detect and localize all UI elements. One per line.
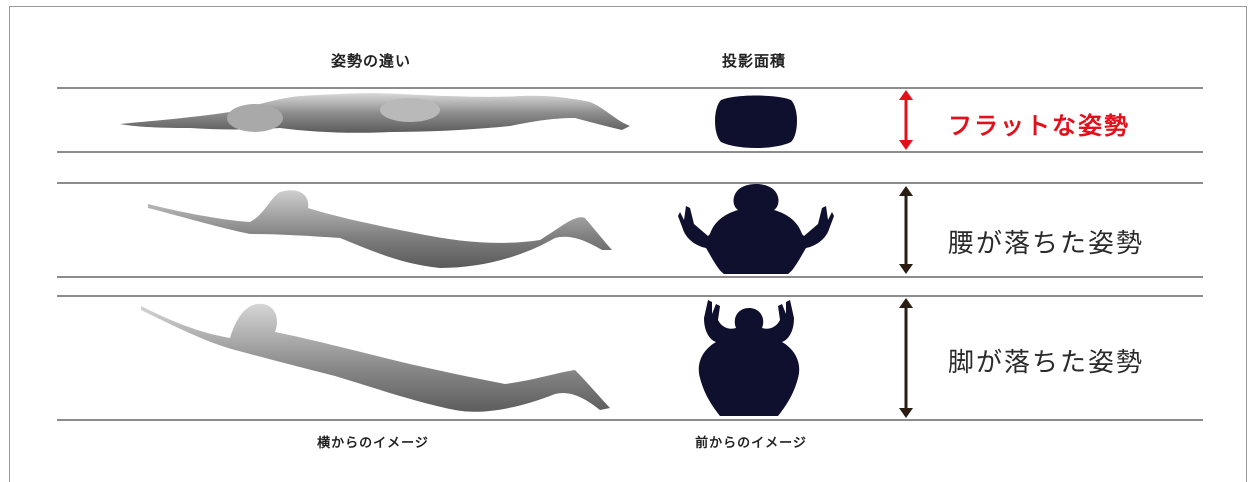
- arrow-hips-dropped: [899, 186, 913, 274]
- rule-line: [57, 276, 1203, 278]
- silhouette-front-hips-dropped: [678, 184, 834, 274]
- silhouette-front-legs-dropped: [698, 300, 800, 416]
- rule-line: [57, 151, 1203, 153]
- silhouette-front-flat: [715, 95, 797, 148]
- rule-line: [57, 295, 1203, 297]
- posture-label-legs-dropped: 脚が落ちた姿勢: [948, 348, 1145, 378]
- rule-line: [57, 419, 1203, 421]
- figure-frame: [9, 6, 1247, 482]
- swimmer-side-legs-dropped: [141, 303, 610, 412]
- swimmer-side-hips-dropped: [148, 190, 612, 268]
- swimmer-side-flat: [120, 93, 630, 133]
- arrow-flat: [899, 90, 913, 150]
- front-view-footer: 前からのイメージ: [695, 436, 807, 451]
- rule-line: [57, 87, 1203, 89]
- posture-label-hips-dropped: 腰が落ちた姿勢: [948, 229, 1145, 259]
- side-view-header: 姿勢の違い: [330, 52, 412, 70]
- arrow-legs-dropped: [899, 298, 913, 418]
- rule-line: [57, 182, 1203, 184]
- side-view-footer: 横からのイメージ: [317, 436, 429, 451]
- posture-label-flat: フラットな姿勢: [948, 112, 1130, 140]
- front-view-header: 投影面積: [721, 52, 787, 70]
